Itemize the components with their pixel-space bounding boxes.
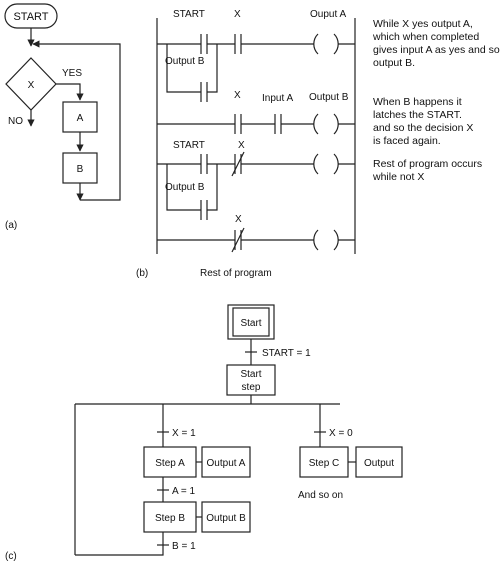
step-a-label-c: Step A — [155, 458, 185, 469]
step-b-label-c: Step B — [155, 513, 185, 524]
grafcet-c: Start START = 1 Start step X = 1 Step A … — [5, 304, 403, 562]
start-label: START — [13, 11, 48, 23]
step-b-box — [62, 152, 98, 184]
note-line: which when completed — [373, 31, 480, 43]
note-line: When B happens it — [373, 96, 462, 108]
note-line: is faced again. — [373, 135, 441, 147]
loop-back-line — [32, 40, 121, 201]
panel-a-label: (a) — [5, 220, 17, 231]
rung1-branch-label: Output B — [165, 56, 205, 67]
b1-transition-label: B = 1 — [172, 541, 196, 552]
decision-label: X — [28, 80, 35, 91]
note-line: Rest of program occurs — [373, 158, 483, 170]
rung-4: X — [157, 214, 355, 253]
no-label: NO — [8, 116, 23, 127]
step-a-box-c — [143, 446, 197, 478]
start-step-line2: step — [242, 382, 261, 393]
yes-arrow — [56, 83, 84, 101]
note-line: While X yes output A, — [373, 18, 473, 30]
rung1-output-label: Ouput A — [310, 9, 346, 20]
rung1-x-label: X — [234, 9, 241, 20]
note-output-a: While X yes output A, which when complet… — [373, 18, 500, 70]
rung3-branch-label: Output B — [165, 182, 205, 193]
note-line: output B. — [373, 57, 416, 69]
rung4-x-label: X — [235, 214, 242, 225]
ladder-b: START X Ouput A Output B X Input A Outpu… — [136, 9, 356, 279]
rung-3: START X Output B — [157, 140, 355, 220]
rung-1: START X Ouput A Output B — [157, 9, 355, 102]
output-b-label: Output B — [206, 513, 246, 524]
step-c-label: Step C — [309, 458, 340, 469]
step-a-box — [62, 101, 98, 133]
flowchart-a: START X NO YES A B (a) — [4, 3, 121, 231]
panel-c-label: (c) — [5, 551, 17, 562]
rung2-x-label: X — [234, 90, 241, 101]
yes-label: YES — [62, 68, 82, 79]
x1-transition-label: X = 1 — [172, 428, 196, 439]
output-c-box — [355, 446, 403, 478]
output-b-box — [201, 501, 251, 533]
start-step-line1: Start — [240, 369, 261, 380]
output-c-label: Output — [364, 458, 394, 469]
and-so-on-label: And so on — [298, 490, 343, 501]
note-line: latches the START. — [373, 109, 462, 121]
rung2-input-label: Input A — [262, 93, 293, 104]
note-line: while not X — [373, 171, 425, 183]
note-line: gives input A as yes and so — [373, 44, 500, 56]
start-step-inner — [232, 307, 270, 337]
a1-transition-label: A = 1 — [172, 486, 196, 497]
start-step-label: Start — [240, 318, 261, 329]
rung-2: X Input A Output B — [157, 90, 355, 135]
output-a-box — [201, 446, 251, 478]
rung3-start-label: START — [173, 140, 205, 151]
rung2-output-label: Output B — [309, 92, 349, 103]
start-transition-label: START = 1 — [262, 348, 311, 359]
output-a-label: Output A — [207, 458, 246, 469]
note-rest: Rest of program occurs while not X — [373, 158, 482, 184]
panel-b-label: (b) — [136, 268, 148, 279]
step-c-box — [299, 446, 349, 478]
loop-return-bottom — [75, 532, 164, 556]
step-b-box-c — [143, 501, 197, 533]
step-a-label: A — [77, 113, 84, 124]
rest-of-program-label: Rest of program — [200, 268, 272, 279]
x0-transition-label: X = 0 — [329, 428, 353, 439]
note-latch: When B happens it latches the START. and… — [373, 96, 473, 148]
rung3-x-label: X — [238, 140, 245, 151]
note-line: and so the decision X — [373, 122, 474, 134]
step-b-label: B — [77, 164, 84, 175]
rung1-start-label: START — [173, 9, 205, 20]
